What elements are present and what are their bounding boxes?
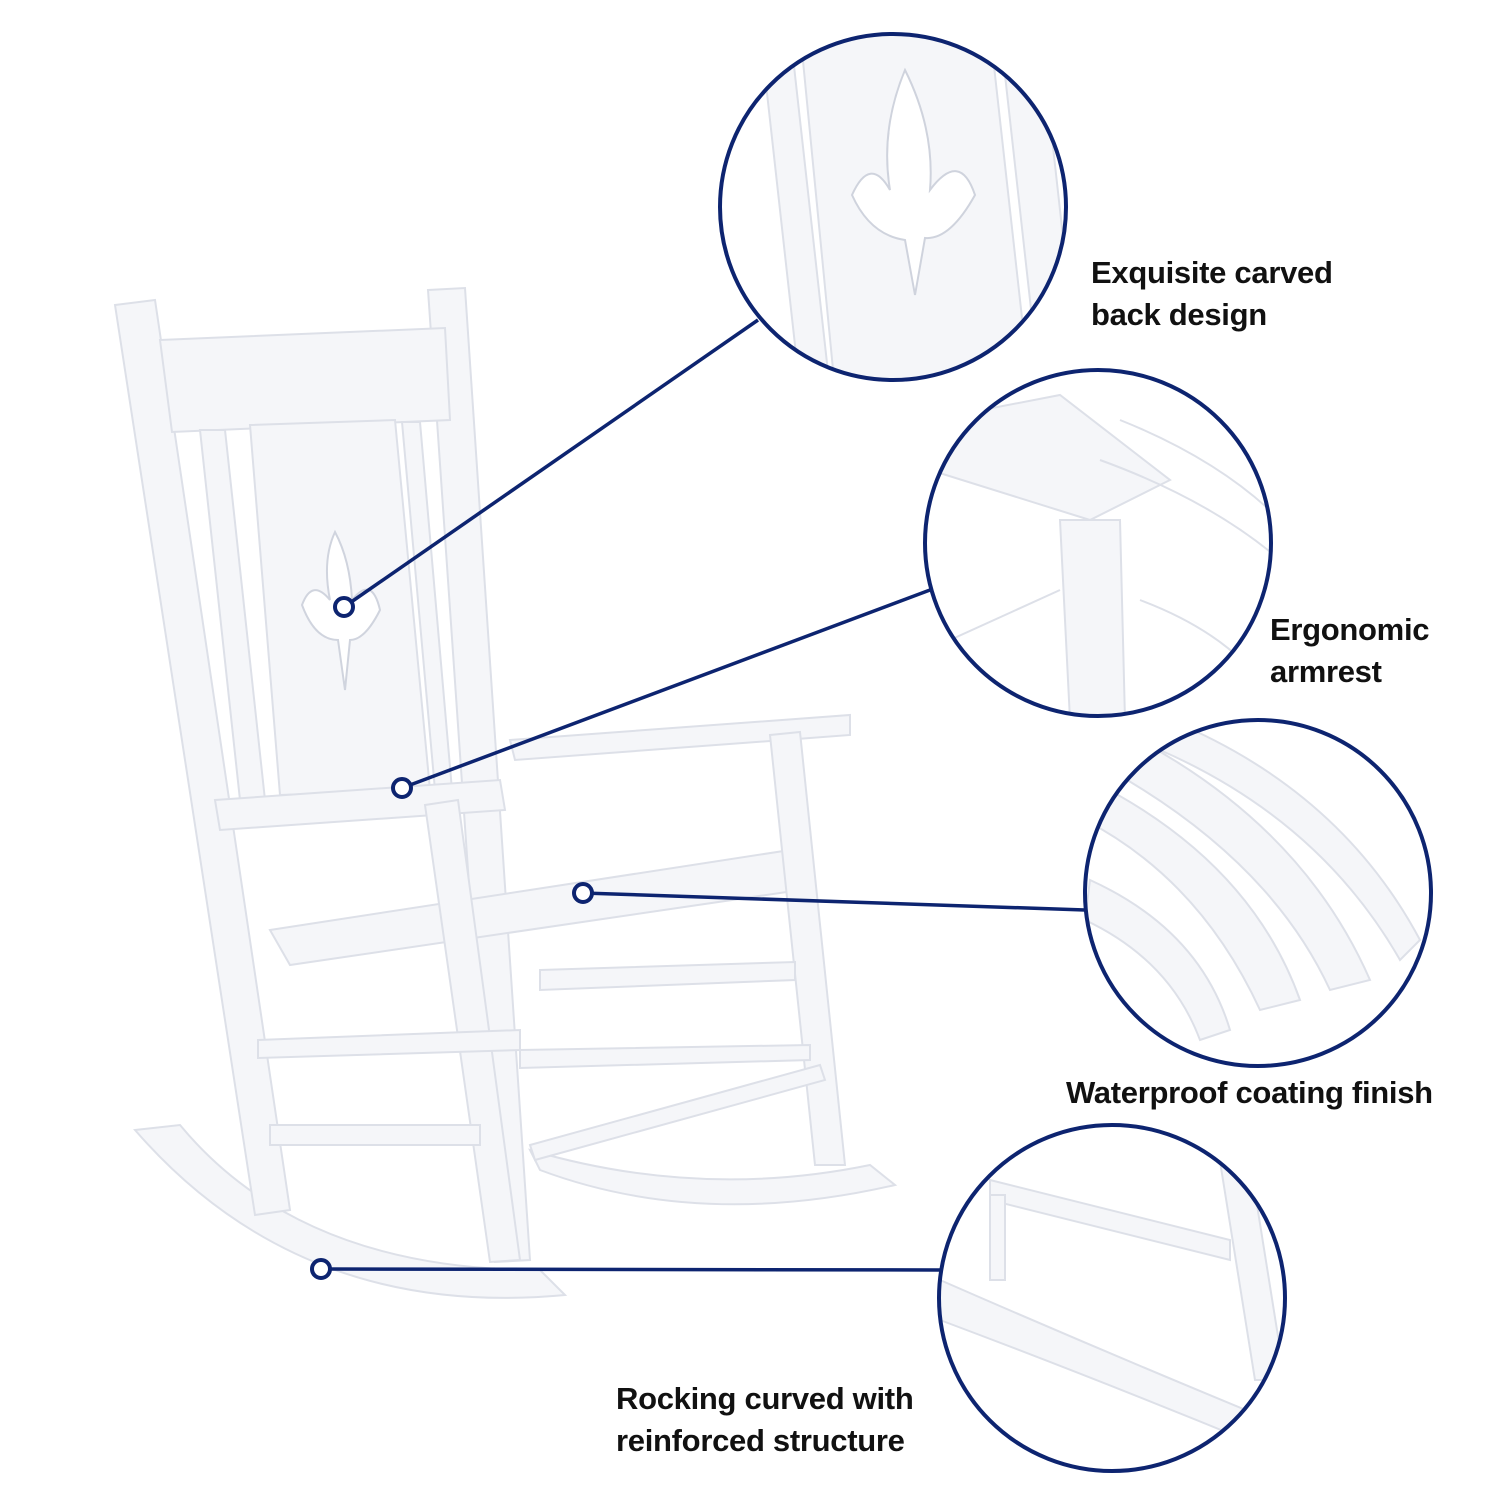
waterproof-label: Waterproof coating finish (1066, 1072, 1433, 1114)
right-armrest (508, 713, 851, 762)
callout-lines (320, 318, 1086, 1272)
seat-slats-detail (1083, 718, 1433, 1068)
armrest-label: Ergonomic armrest (1270, 609, 1430, 693)
crest-rail (158, 326, 452, 434)
label-line: Waterproof coating finish (1066, 1075, 1433, 1110)
rocking-chair (113, 286, 898, 1299)
carved-back-label: Exquisite carved back design (1091, 252, 1333, 336)
left-back-post (113, 298, 292, 1217)
rocker-detail (937, 1123, 1287, 1473)
label-line: back design (1091, 297, 1267, 332)
armrest-detail (923, 368, 1273, 718)
seat-dot (572, 882, 594, 904)
rocker-dot (310, 1258, 332, 1280)
label-line: Exquisite carved (1091, 255, 1333, 290)
rocker-label: Rocking curved with reinforced structure (616, 1378, 914, 1462)
carved-back-dot (333, 596, 355, 618)
label-line: reinforced structure (616, 1423, 905, 1458)
armrest-dot (391, 777, 413, 799)
seat (268, 848, 802, 967)
carved-back-detail (718, 32, 1068, 382)
front-right-leg (768, 730, 847, 1166)
label-line: Rocking curved with (616, 1381, 914, 1416)
rear-rocker (528, 1148, 898, 1206)
callout-dots (310, 596, 594, 1280)
label-line: armrest (1270, 654, 1382, 689)
label-line: Ergonomic (1270, 612, 1430, 647)
